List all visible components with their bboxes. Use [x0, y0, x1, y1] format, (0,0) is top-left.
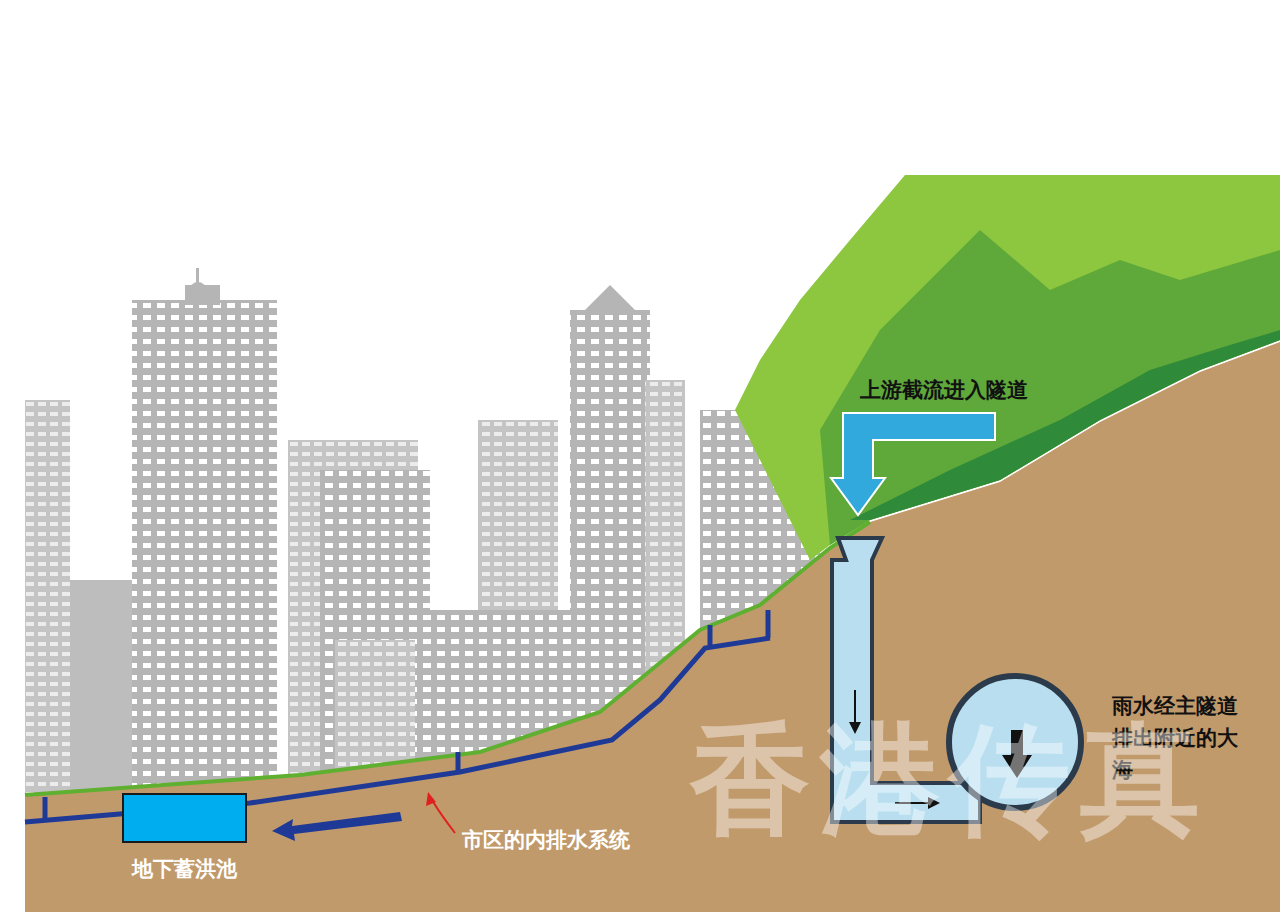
intake-arrow [831, 413, 995, 515]
watermark: 香港传真 [690, 700, 1210, 863]
leader-arrow [426, 792, 436, 806]
leader-line [432, 800, 455, 833]
ground [25, 342, 1280, 912]
tank-label: 地下蓄洪池 [132, 855, 237, 883]
storage-tank: 地下蓄洪池 [122, 793, 247, 843]
flow-arrow [272, 812, 402, 841]
intake-label: 上游截流进入隧道 [860, 376, 1120, 404]
drain-pipe [25, 610, 770, 822]
drainage-label: 市区的内排水系统 [462, 826, 702, 854]
